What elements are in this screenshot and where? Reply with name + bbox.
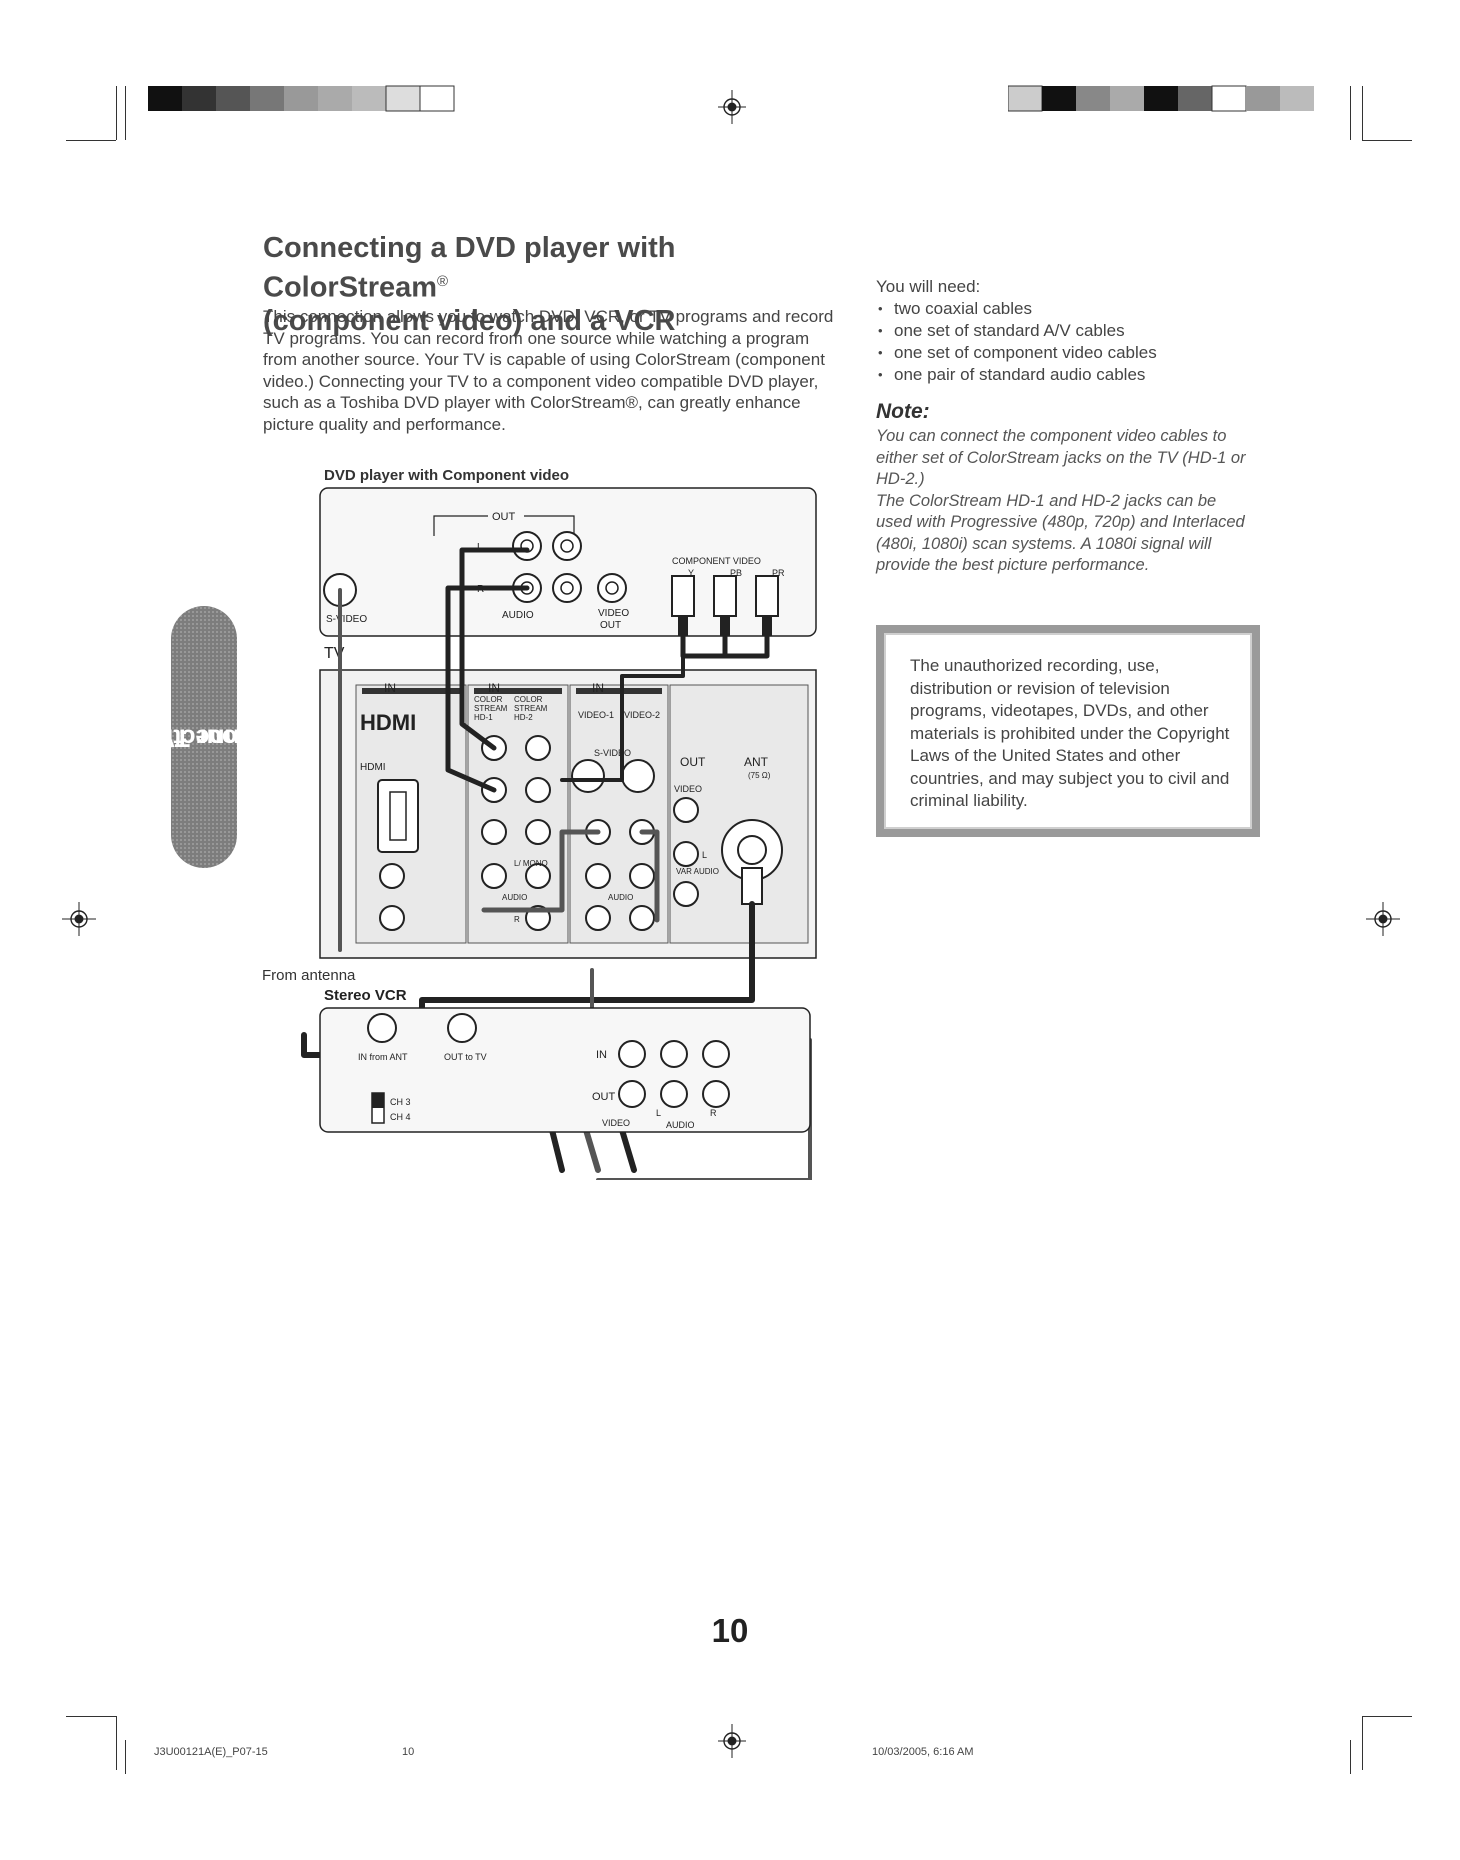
list-item: one pair of standard audio cables [876,364,1256,386]
page-number: 10 [711,1612,749,1649]
registration-mark-icon [1366,902,1400,936]
dvd-audio-r-jack-2 [552,573,582,603]
vcr-l-label: L [656,1108,661,1118]
video1-label: VIDEO-1 [578,710,614,720]
tv-in-label-3: IN [592,681,604,695]
requirements-column: You will need: two coaxial cables one se… [876,276,1256,577]
tv-var-audio-l-jack [673,841,699,867]
note-text: You can connect the component video cabl… [876,427,1246,574]
crop-mark [1350,86,1351,140]
footer-date: 10/03/2005, 6:16 AM [872,1746,974,1758]
tv-var-audio-label: VAR AUDIO [676,867,719,876]
dvd-audio-label: AUDIO [502,610,534,621]
tv-av-jacks [379,735,655,931]
dvd-video-jack [597,573,627,603]
connection-diagram: OUT L R AUDIO VIDEO OUT S-VIDEO COMPONEN… [262,487,817,1180]
intro-paragraph: This connection allows you to watch DVD,… [263,307,834,434]
need-list: two coaxial cables one set of standard A… [876,298,1256,386]
tv-video-out-jack [673,797,699,823]
tv-ant-label: ANT [744,755,769,769]
calibration-bar-right [1008,85,1314,112]
dvd-y-label: Y [688,568,694,578]
crop-mark [116,1716,117,1770]
dvd-pr-label: PR [772,568,785,578]
hdmi-logo: HDMI [360,710,416,735]
tv-var-l-label: L [702,850,707,860]
page-title: Connecting a DVD player with ColorStream… [263,232,676,337]
dvd-video-label: VIDEO [598,608,629,619]
vcr-in-from-ant-jack [367,1013,397,1043]
dvd-component-label: COMPONENT VIDEO [672,556,761,566]
tv-audio-label-2: AUDIO [608,893,633,902]
colorstream-hd1-label-b: STREAM [474,704,508,713]
tv-svideo2-jack [621,759,655,793]
dvd-pb-label: PB [730,568,742,578]
colorstream-hd2-label-a: COLOR [514,695,543,704]
crop-mark [66,1716,116,1717]
vcr-in-label: IN [596,1049,607,1061]
vcr-audio-label: AUDIO [666,1120,695,1130]
tv-var-audio-r-jack [673,881,699,907]
vcr-r-label: R [710,1108,717,1118]
crop-mark [1362,140,1412,141]
list-item: one set of standard A/V cables [876,320,1256,342]
tv-in-label-1: IN [384,681,396,695]
vcr-ch4-label: CH 4 [390,1112,411,1122]
crop-mark [125,1740,126,1774]
footer-page: 10 [402,1746,415,1758]
tv-out-label: OUT [680,755,706,769]
registration-mark-icon [718,90,746,124]
video2-label: VIDEO-2 [624,710,660,720]
tv-in-label-2: IN [488,681,500,695]
vcr-av-jacks [618,1040,730,1108]
need-title: You will need: [876,277,981,296]
crop-mark [1362,1716,1363,1770]
crop-mark [116,86,117,140]
stereo-vcr-label: Stereo VCR [324,987,407,1004]
vcr-video-label: VIDEO [602,1118,630,1128]
vcr-out-to-tv-label: OUT to TV [444,1052,487,1062]
colorstream-hd2-label-b: STREAM [514,704,548,713]
note-heading: Note: [876,400,930,423]
dvd-audio-l-jack [512,531,542,561]
hdmi-label: HDMI [360,762,386,773]
component-plugs [671,575,779,636]
vcr-panel [319,1007,811,1133]
tv-ant-ohm-label: (75 Ω) [748,771,771,780]
dvd-out-label: OUT [492,511,516,523]
tv-svideo1-jack [571,759,605,793]
copyright-warning-box: The unauthorized recording, use, distrib… [876,625,1260,837]
colorstream-hd1-label-c: HD-1 [474,713,493,722]
vcr-out-label: OUT [592,1091,616,1103]
tv-r-label: R [514,915,520,924]
dvd-svideo-label: S-VIDEO [326,614,367,625]
tv-video-out-label: VIDEO [674,784,702,794]
calibration-bar-left [148,85,455,112]
from-antenna-label: From antenna [262,967,356,984]
list-item: one set of component video cables [876,342,1256,364]
crop-mark [1362,1716,1412,1717]
tv-audio-label: AUDIO [502,893,527,902]
colorstream-hd2-label-c: HD-2 [514,713,533,722]
dvd-video-out-label: OUT [600,620,621,631]
warning-text: The unauthorized recording, use, distrib… [910,656,1230,810]
crop-mark [1350,1740,1351,1774]
registration-mark-icon [62,902,96,936]
crop-mark [66,140,116,141]
footer-file: J3U00121A(E)_P07-15 [154,1746,268,1758]
figure-caption: DVD player with Component video [324,467,570,484]
tv-svideo-label: S-VIDEO [594,748,631,758]
crop-mark [1362,86,1363,140]
colorstream-hd1-label-a: COLOR [474,695,503,704]
dvd-audio-l-jack-2 [552,531,582,561]
crop-mark [125,86,126,140]
vcr-in-from-ant-label: IN from ANT [358,1052,408,1062]
vcr-ch3-label: CH 3 [390,1097,411,1107]
list-item: two coaxial cables [876,298,1256,320]
registration-mark-icon [718,1724,746,1758]
tv-l-mono-label: L/ MONO [514,859,548,868]
hdmi-port [377,779,419,853]
vcr-out-to-tv-jack [447,1013,477,1043]
